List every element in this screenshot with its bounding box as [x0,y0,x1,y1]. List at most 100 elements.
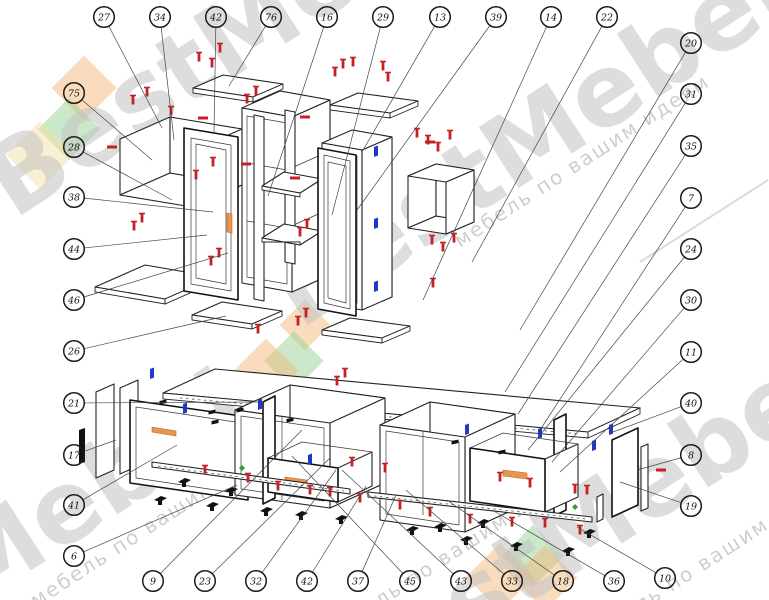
callout-10: 10 [576,526,677,590]
leader-line [504,102,686,393]
shelf-panel-2 [321,317,411,344]
screw-mark [573,484,577,494]
foot-bracket [562,547,575,553]
callout-circle [62,339,86,363]
callout-7: 7 [539,186,703,431]
screw-mark [351,57,355,67]
screw-mark [430,235,434,245]
callout-number: 32 [250,576,262,587]
plinth-rails [151,461,593,523]
watermark-rule-line [639,179,769,263]
leader-line [81,99,153,161]
hinge-mark [374,280,378,292]
screw-mark [358,493,362,503]
screw-mark [452,233,456,243]
foot-bracket-leg [264,512,268,516]
leader-line [331,26,381,216]
foot-bracket [335,515,348,521]
callout-16: 16 [267,5,339,197]
callout-41: 41 [62,444,178,517]
callout-34: 34 [148,5,175,141]
callout-circle [62,544,86,568]
screw-mark [333,67,337,77]
callout-27: 27 [92,5,163,129]
panel-face [95,383,115,479]
callout-circle [484,5,508,29]
leader-line [612,406,682,433]
bracket-mark [236,407,244,413]
leader-line [619,481,682,504]
screw-dash-mark [300,115,310,119]
leader-line [491,509,606,577]
callout-number: 8 [688,450,694,461]
callout-circle [204,5,228,29]
callout-number: 14 [545,12,557,23]
callout-circle [62,391,86,415]
leader-line [312,485,367,573]
callout-40: 40 [612,391,703,433]
callout-number: 6 [71,551,77,562]
bracket-mark [159,399,167,405]
rail [151,461,351,495]
screw-dash-mark [198,116,208,120]
callout-number: 76 [265,12,277,23]
leader-line [213,27,217,134]
hinge-mark [592,439,596,451]
callout-24: 24 [527,237,703,451]
screw-mark [528,478,532,488]
top-lid-1 [192,74,284,103]
right-side-panel [596,427,649,523]
hinge-mark [465,423,469,435]
callout-circle [244,569,268,593]
callout-42: 42 [204,5,228,134]
leader-line [82,444,178,501]
callout-number: 36 [608,576,620,587]
callout-number: 22 [600,12,613,23]
foot-bracket [260,507,273,513]
callout-circle [679,31,703,55]
screw-mark [426,135,430,145]
callout-number: 13 [434,12,446,23]
callout-18: 18 [446,499,575,593]
callout-26: 26 [62,315,227,363]
panel-edge [389,100,419,119]
screw-mark [218,43,222,53]
hardware-layer [107,42,666,556]
screw-mark [341,59,345,69]
callout-31: 31 [504,82,703,393]
foot-bracket-leg [514,547,518,551]
foot-bracket [154,496,167,502]
callout-circle [679,186,703,210]
leader-line [84,197,214,213]
lower-assembly [79,368,649,533]
screw-mark [498,472,502,482]
screw-mark [194,170,198,180]
callout-number: 30 [685,295,697,306]
leader-line [356,25,491,211]
leader-line [551,307,685,463]
drill-hole-row [179,397,581,435]
screw-mark [448,130,452,140]
screw-mark [328,487,332,497]
leader-line [212,457,331,575]
callout-number: 42 [209,12,222,23]
callout-43: 43 [341,469,473,593]
hinge-mark [308,453,312,465]
screw-mark [543,518,547,528]
callout-number: 19 [685,501,697,512]
screw-mark [431,278,435,288]
screw-mark [585,485,589,495]
callout-28: 28 [62,135,173,201]
bracket-mark [208,409,216,415]
leader-line [576,526,657,574]
mount-rail [79,428,85,464]
callout-21: 21 [62,391,259,415]
callout-circle [500,569,524,593]
drawer-rim [267,441,373,469]
panel-strip [640,443,649,512]
bracket-mark [286,417,294,423]
callout-number: 39 [490,12,502,23]
callout-circle [295,569,319,593]
leader-line [108,25,163,129]
screw-mark [398,500,402,510]
